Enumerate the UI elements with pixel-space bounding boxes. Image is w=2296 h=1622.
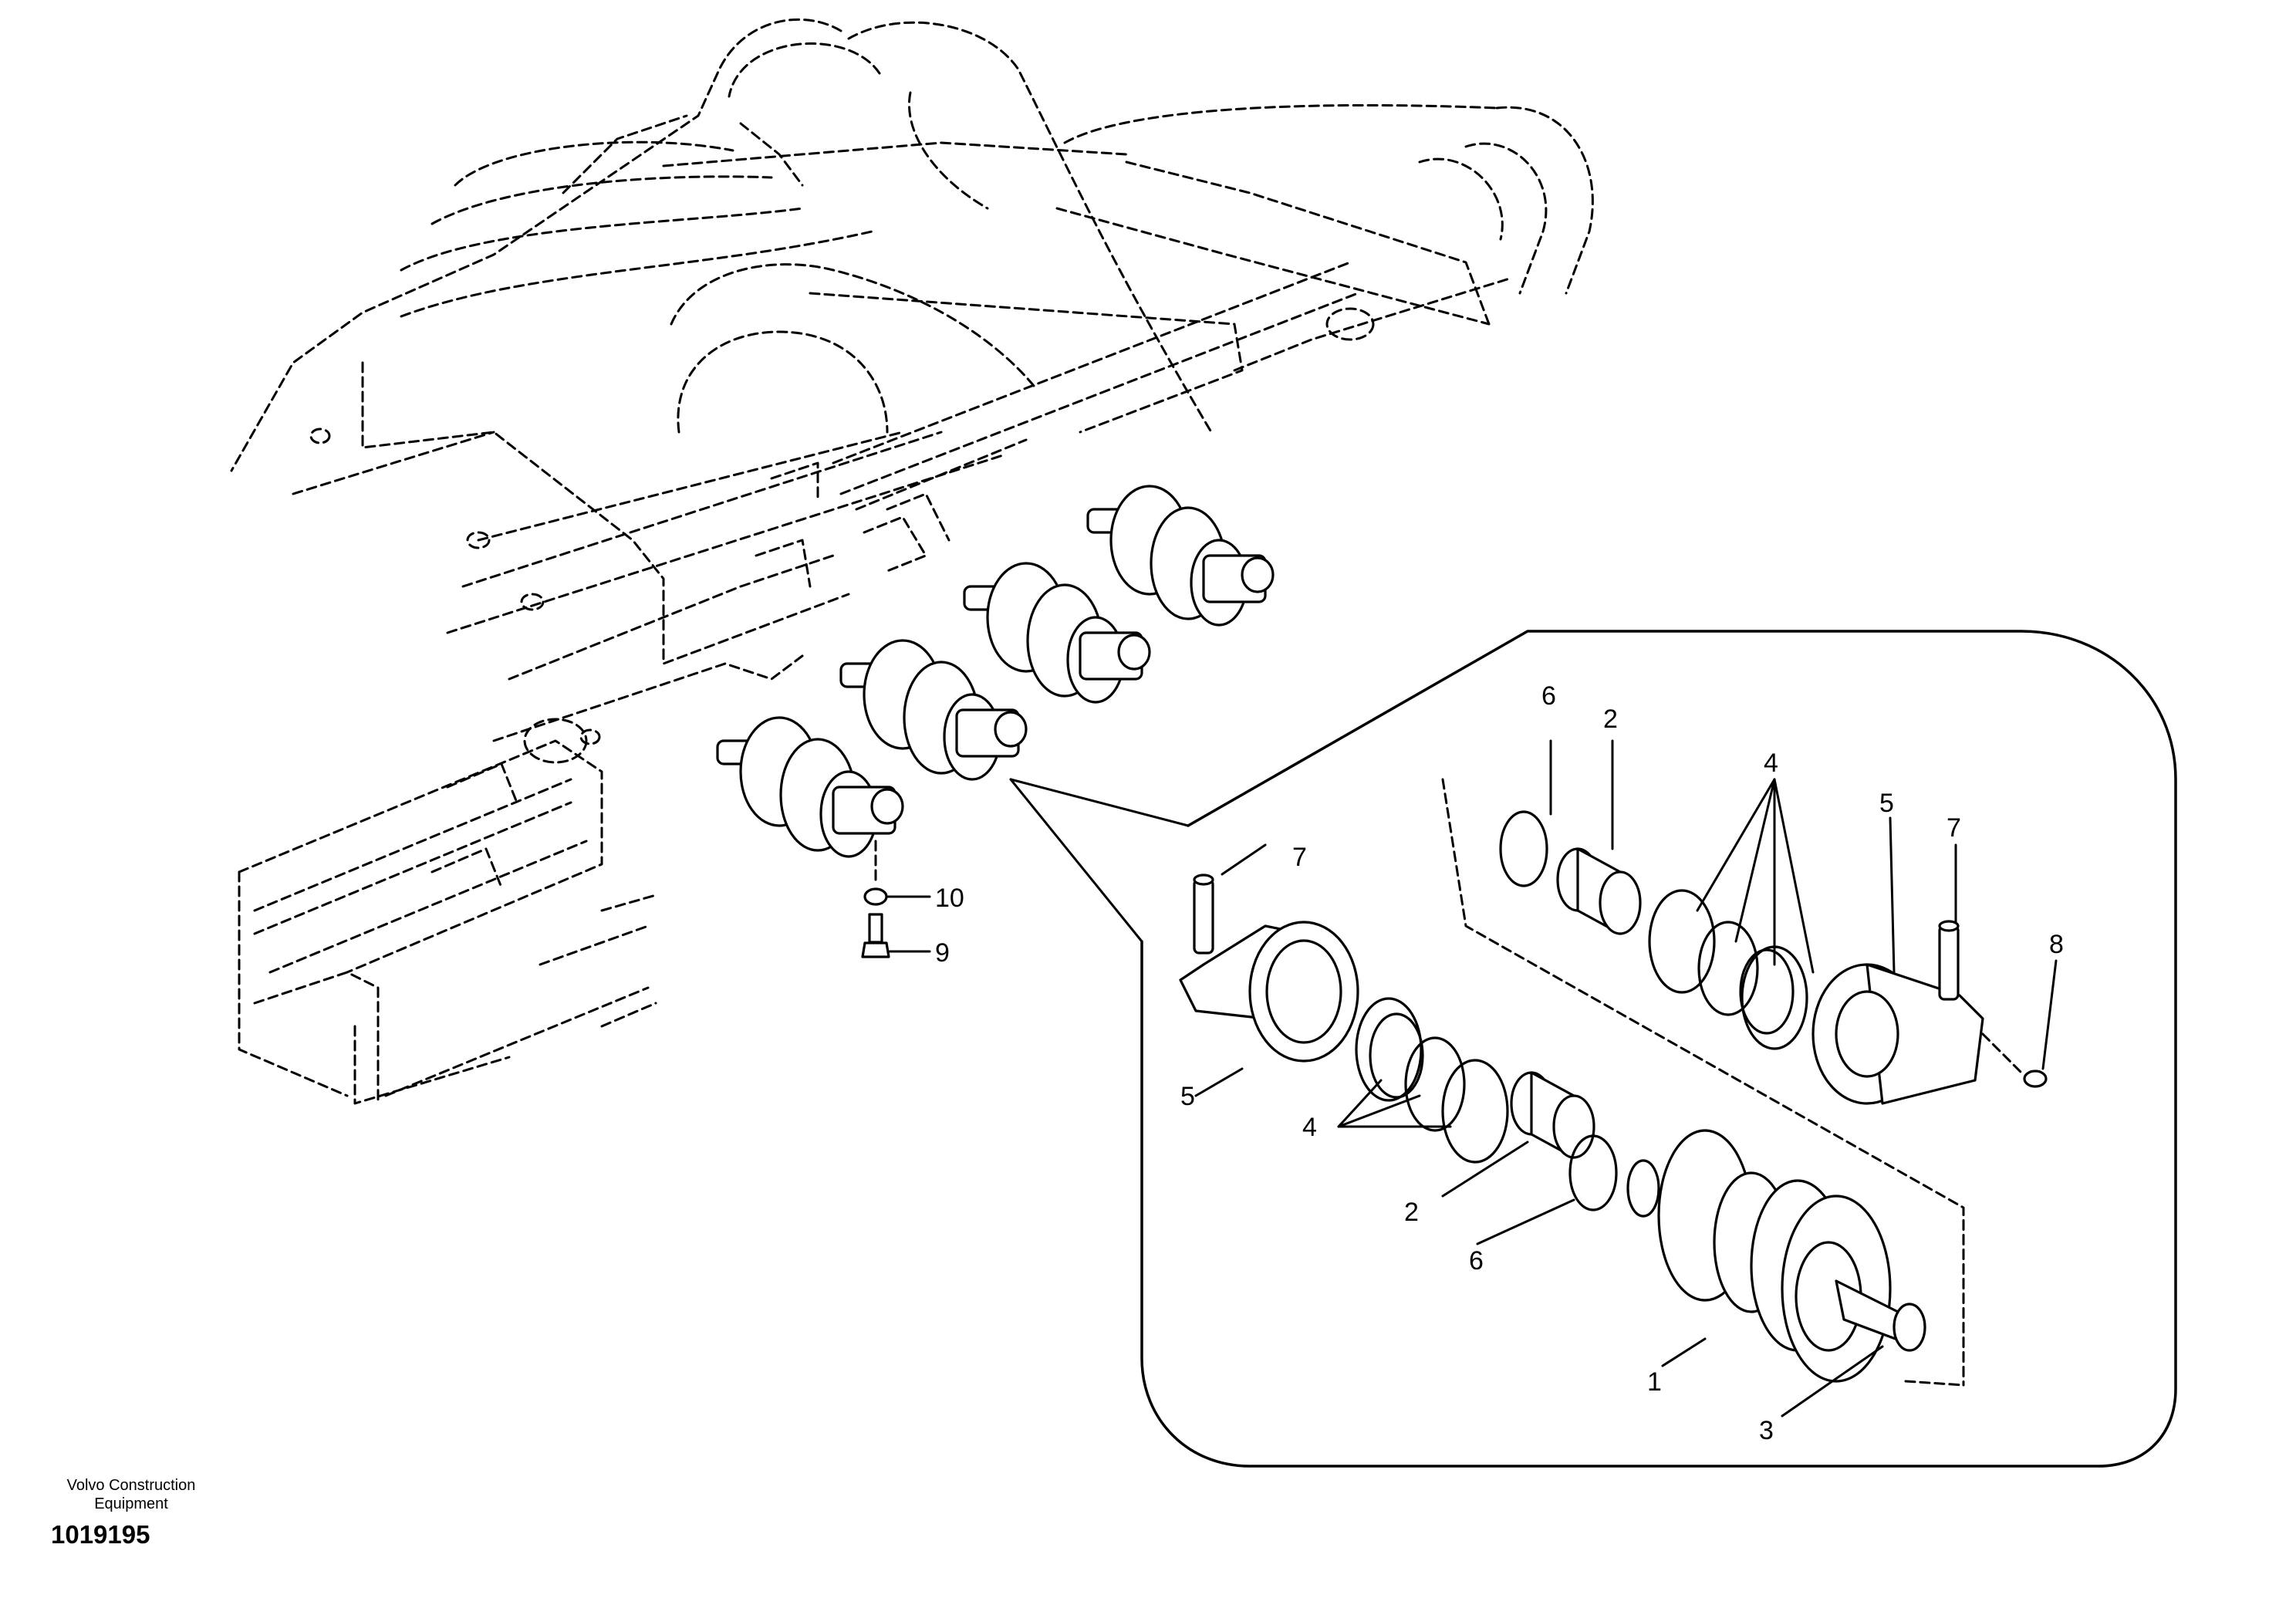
mounted-rollers — [716, 485, 1275, 858]
track-roller-4 — [1086, 485, 1275, 627]
detail-connector — [1009, 778, 1143, 943]
detail-dashed-frame — [1441, 778, 1965, 1387]
callout-6: 6 — [1469, 1246, 1484, 1276]
callout-8: 8 — [2049, 930, 2064, 959]
detail-parts-left — [1179, 874, 1618, 1211]
callout-10: 10 — [935, 884, 964, 913]
callout-labels: 10 9 7 5 4 2 6 1 3 6 2 4 5 7 8 — [935, 681, 2064, 1445]
callout-2: 2 — [1404, 1198, 1419, 1227]
track-roller-3 — [963, 562, 1151, 704]
undercarriage-frame — [230, 18, 1594, 1105]
callout-7: 7 — [1292, 843, 1307, 872]
bolt-and-washer — [861, 840, 931, 958]
brand-label: Volvo Construction Equipment — [66, 1477, 196, 1512]
track-roller-2 — [839, 639, 1028, 781]
callout-2-rear: 2 — [1603, 705, 1618, 734]
leader-lines — [1194, 739, 2058, 1418]
detail-parts-right — [1499, 810, 2048, 1105]
callout-3: 3 — [1759, 1416, 1774, 1445]
diagram-number: 1019195 — [51, 1520, 150, 1549]
callout-4: 4 — [1302, 1113, 1317, 1142]
callout-5-rear: 5 — [1879, 789, 1894, 818]
callout-4-rear: 4 — [1764, 748, 1778, 778]
detail-box — [1140, 630, 2177, 1468]
callout-9: 9 — [935, 938, 950, 968]
callout-6-rear: 6 — [1541, 681, 1556, 711]
detail-roller-assembly — [1626, 1129, 1926, 1383]
callout-5: 5 — [1180, 1082, 1195, 1111]
track-roller-1 — [716, 716, 904, 858]
callout-7-rear: 7 — [1947, 813, 1961, 843]
callout-1: 1 — [1647, 1367, 1662, 1397]
